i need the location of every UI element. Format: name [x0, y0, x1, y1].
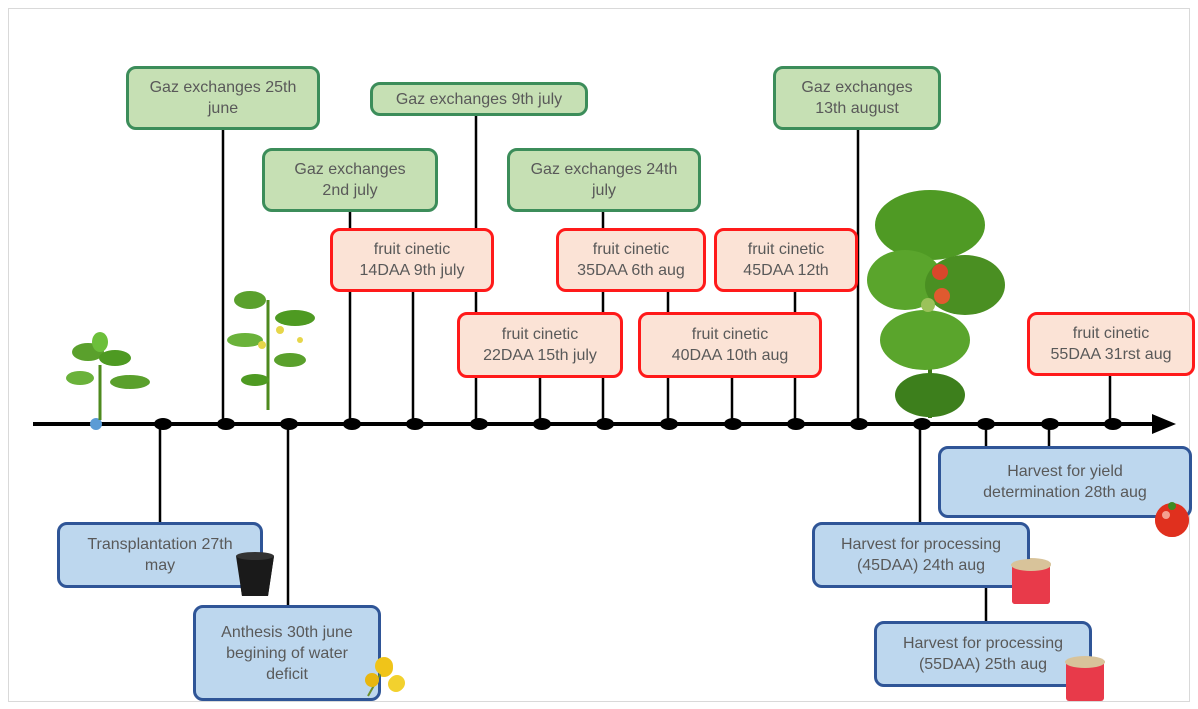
tick: [343, 418, 361, 430]
fruit-cinetic-box: fruit cinetic 14DAA 9th july: [330, 228, 494, 292]
tick: [533, 418, 551, 430]
box-text-line: fruit cinetic: [592, 241, 670, 258]
box-text-line: fruit cinetic: [691, 326, 769, 343]
box-text-line: 35DAA 6th aug: [577, 262, 685, 279]
fruit-cinetic-box: fruit cinetic 22DAA 15th july: [457, 312, 623, 378]
box-text-line: (55DAA) 25th aug: [918, 656, 1048, 673]
box-text-line: Transplantation 27th: [87, 536, 233, 553]
start-marker: [90, 418, 102, 430]
fruit-cinetic-box: fruit cinetic 40DAA 10th aug: [638, 312, 822, 378]
box-text-line: Anthesis 30th june: [221, 623, 353, 641]
stage-box: Transplantation 27th may: [57, 522, 263, 588]
box-text-line: 14DAA 9th july: [359, 262, 465, 279]
stage-box: Anthesis 30th june begining of water defic…: [193, 605, 381, 701]
gas-exchange-box: Gaz exchanges 24th july: [507, 148, 701, 212]
tick: [154, 418, 172, 430]
timeline-ticks: [154, 418, 1122, 430]
timeline-arrowhead: [1152, 414, 1176, 434]
fruit-cinetic-box: fruit cinetic 35DAA 6th aug: [556, 228, 706, 292]
box-text-line: Gaz exchanges 25th: [149, 79, 297, 96]
tick: [596, 418, 614, 430]
box-text-line: june: [207, 100, 239, 117]
box-text-line: fruit cinetic: [1072, 325, 1150, 342]
tick: [787, 418, 805, 430]
tick: [1104, 418, 1122, 430]
box-text-line: 40DAA 10th aug: [671, 347, 789, 364]
box-text-line: fruit cinetic: [373, 241, 451, 258]
fruit-cinetic-box: fruit cinetic 45DAA 12th: [714, 228, 858, 292]
tick: [850, 418, 868, 430]
tick: [280, 418, 298, 430]
box-text-line: july: [591, 182, 616, 199]
tick: [977, 418, 995, 430]
stage-box: Harvest for yield determination 28th aug: [938, 446, 1192, 518]
box-text-line: 13th august: [815, 100, 899, 117]
box-text-line: Gaz exchanges 9th july: [395, 90, 563, 108]
gas-exchange-box: Gaz exchanges 25th june: [126, 66, 320, 130]
box-text-line: may: [144, 557, 176, 574]
tomato-plant-icon: [867, 190, 1005, 418]
box-text-line: determination 28th aug: [983, 484, 1147, 501]
box-text-line: 45DAA 12th: [743, 262, 829, 279]
tick: [660, 418, 678, 430]
box-text-line: fruit cinetic: [747, 241, 825, 258]
flowering-plant-icon: [227, 291, 315, 410]
seedling-icon: [66, 332, 150, 420]
box-text-line: Gaz exchanges: [801, 79, 913, 96]
box-text-line: Harvest for yield: [1007, 463, 1123, 480]
tick: [1041, 418, 1059, 430]
tick: [406, 418, 424, 430]
stage-box: Harvest for processing (55DAA) 25th aug: [874, 621, 1092, 687]
tick: [470, 418, 488, 430]
box-text-line: (45DAA) 24th aug: [856, 557, 986, 574]
box-text-line: 22DAA 15th july: [483, 347, 597, 364]
tick: [724, 418, 742, 430]
box-text-line: 55DAA 31rst aug: [1050, 346, 1172, 363]
box-text-line: fruit cinetic: [501, 326, 579, 343]
box-text-line: 2nd july: [322, 182, 378, 199]
gas-exchange-box: Gaz exchanges 9th july: [370, 82, 588, 116]
stage-box: Harvest for processing (45DAA) 24th aug: [812, 522, 1030, 588]
box-text-line: Harvest for processing: [902, 635, 1064, 652]
gas-exchange-box: Gaz exchanges 13th august: [773, 66, 941, 130]
box-text-line: Gaz exchanges: [294, 161, 406, 178]
box-text-line: Harvest for processing: [840, 536, 1002, 553]
box-text-line: begining of water: [226, 644, 348, 662]
tick: [217, 418, 235, 430]
gas-exchange-box: Gaz exchanges 2nd july: [262, 148, 438, 212]
tick: [913, 418, 931, 430]
box-text-line: Gaz exchanges 24th: [530, 161, 678, 178]
box-text-line: deficit: [266, 665, 308, 683]
fruit-cinetic-box: fruit cinetic 55DAA 31rst aug: [1027, 312, 1195, 376]
